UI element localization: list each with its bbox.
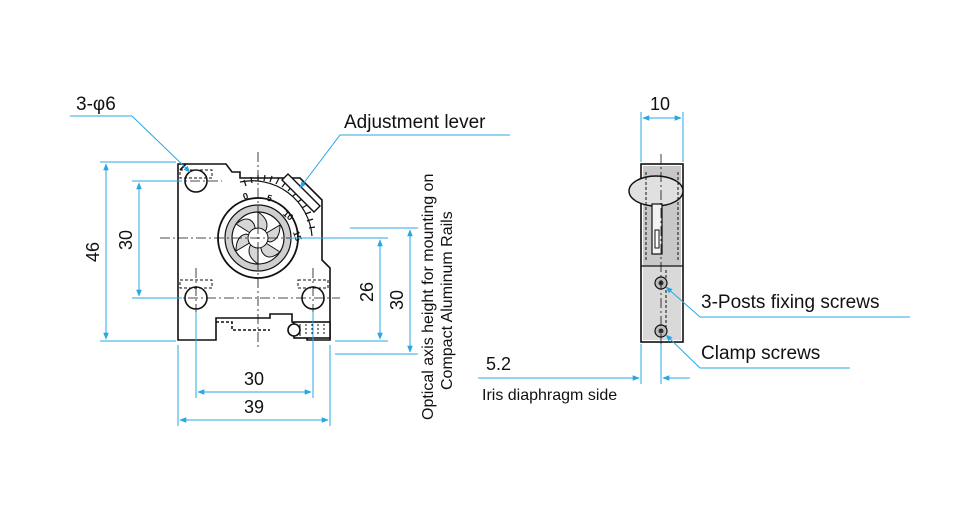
clamp-screws-label: Clamp screws <box>701 343 820 364</box>
hole-callout-leader <box>70 115 191 173</box>
side-lever-stem <box>651 203 663 255</box>
dim-30-horizontal: 30 <box>244 369 264 389</box>
side-dimensions <box>478 112 910 384</box>
dim-5-2: 5.2 <box>486 354 511 374</box>
front-dimensions <box>70 115 418 426</box>
side-view <box>628 163 684 343</box>
optical-axis-label-line1: Optical axis height for mounting on <box>420 174 437 420</box>
posts-fixing-screws-label: 3-Posts fixing screws <box>701 292 879 313</box>
iris-side-label: Iris diaphragm side <box>482 387 617 404</box>
dim-26: 26 <box>357 282 377 302</box>
side-lever-knob <box>628 175 684 207</box>
dim-30-vertical: 30 <box>116 230 136 250</box>
front-top-notch <box>179 163 187 171</box>
front-scale-labels: 0 5 10 15 <box>241 191 303 243</box>
dim-30-axis: 30 <box>387 290 407 310</box>
scale-mark-10: 10 <box>281 208 295 222</box>
front-bottom-slot <box>216 321 270 331</box>
scale-mark-5: 5 <box>266 193 273 204</box>
front-scale-ticks <box>243 174 316 229</box>
front-adjustment-lever <box>281 173 321 213</box>
dim-46: 46 <box>83 242 103 262</box>
lever-callout <box>299 134 510 189</box>
front-scale-arc <box>239 180 313 237</box>
dim-39: 39 <box>244 397 264 417</box>
posts-screws-leader <box>665 286 910 318</box>
scale-mark-15: 15 <box>291 230 304 243</box>
clamp-screws-leader <box>665 334 850 369</box>
dim-10: 10 <box>650 94 670 114</box>
front-view <box>177 163 331 341</box>
adjustment-lever-label: Adjustment lever <box>344 112 486 133</box>
optical-axis-label-line2: Compact Aluminum Rails <box>439 211 456 390</box>
hole-callout-label: 3-φ6 <box>76 94 116 115</box>
scale-mark-0: 0 <box>241 191 249 202</box>
